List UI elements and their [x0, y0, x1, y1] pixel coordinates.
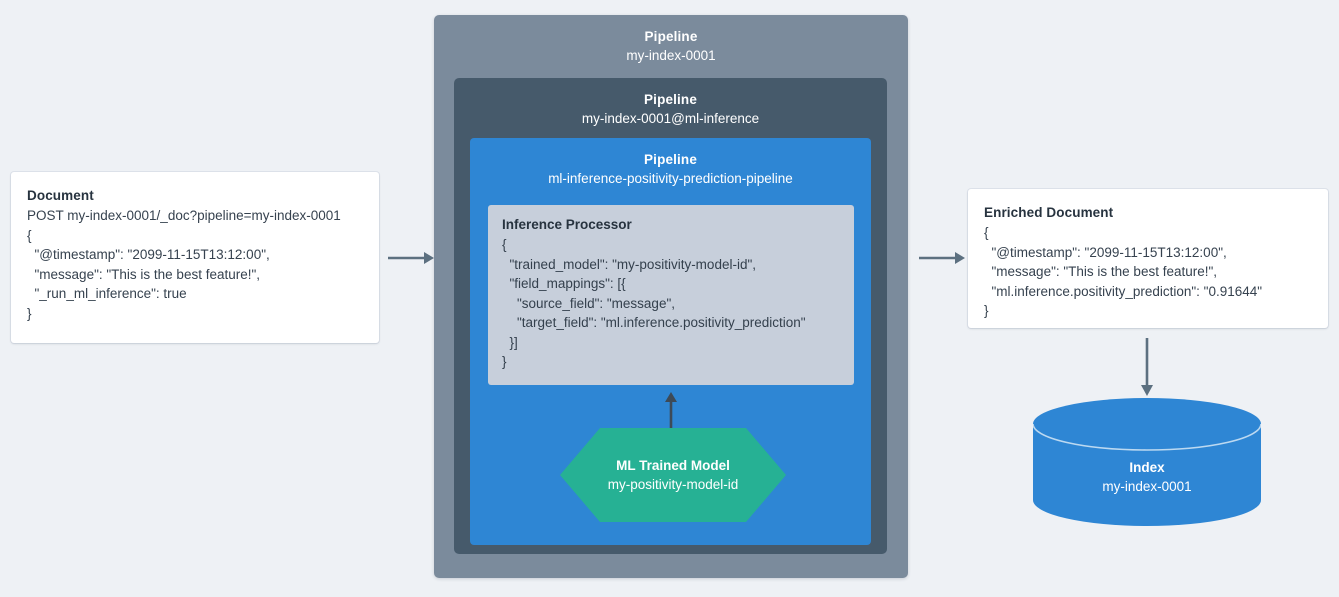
- inference-processor-line-1: "trained_model": "my-positivity-model-id…: [502, 256, 757, 272]
- document-card-line-0: POST my-index-0001/_doc?pipeline=my-inde…: [27, 208, 341, 223]
- inference-processor-line-5: }]: [502, 334, 518, 350]
- enriched-document-line-3: "ml.inference.positivity_prediction": "0…: [984, 283, 1263, 299]
- inference-processor-line-2: "field_mappings": [{: [502, 276, 626, 291]
- index-cylinder: Index my-index-0001: [1032, 398, 1262, 526]
- document-card-line-5: }: [27, 305, 32, 321]
- pipeline-outer-label: Pipeline: [644, 29, 698, 44]
- pipeline-outer-header: Pipeline my-index-0001: [434, 15, 908, 66]
- cylinder-shape: [1032, 398, 1262, 526]
- inference-processor-box: Inference Processor { "trained_model": "…: [488, 205, 854, 385]
- arrow-enriched-to-index: [1141, 338, 1153, 396]
- enriched-document-line-4: }: [984, 303, 989, 318]
- pipeline-outer-my-index-0001: Pipeline my-index-0001 Pipeline my-index…: [434, 15, 908, 578]
- pipeline-middle-label: Pipeline: [644, 92, 697, 107]
- pipeline-inner-positivity-prediction: Pipeline ml-inference-positivity-predict…: [470, 138, 871, 545]
- arrow-pipeline-to-enriched: [919, 252, 965, 264]
- enriched-document-card-title: Enriched Document: [984, 205, 1114, 220]
- inference-processor-line-3: "source_field": "message",: [502, 295, 675, 311]
- enriched-document-line-2: "message": "This is the best feature!",: [984, 264, 1218, 279]
- hexagon-shape: [560, 428, 786, 522]
- document-card-line-3: "message": "This is the best feature!",: [27, 266, 261, 282]
- inference-processor-title: Inference Processor: [502, 217, 632, 232]
- pipeline-outer-name: my-index-0001: [626, 48, 716, 63]
- inference-processor-line-0: {: [502, 237, 507, 252]
- inference-processor-line-6: }: [502, 354, 507, 369]
- document-card-line-2: "@timestamp": "2099-11-15T13:12:00",: [27, 247, 270, 262]
- document-card-line-1: {: [27, 227, 32, 243]
- ml-trained-model-hexagon: ML Trained Model my-positivity-model-id: [560, 428, 786, 522]
- document-card: Document POST my-index-0001/_doc?pipelin…: [11, 172, 379, 343]
- pipeline-inner-header: Pipeline ml-inference-positivity-predict…: [470, 138, 871, 189]
- enriched-document-card: Enriched Document { "@timestamp": "2099-…: [968, 189, 1328, 328]
- enriched-document-line-0: {: [984, 225, 989, 240]
- document-card-line-4: "_run_ml_inference": true: [27, 286, 187, 301]
- arrow-document-to-pipeline: [388, 252, 434, 264]
- pipeline-middle-header: Pipeline my-index-0001@ml-inference: [454, 78, 887, 129]
- pipeline-inner-name: ml-inference-positivity-prediction-pipel…: [548, 171, 793, 186]
- document-card-title: Document: [27, 188, 94, 203]
- inference-processor-line-4: "target_field": "ml.inference.positivity…: [502, 315, 806, 330]
- pipeline-middle-name: my-index-0001@ml-inference: [581, 111, 760, 126]
- pipeline-inner-label: Pipeline: [644, 152, 697, 167]
- enriched-document-line-1: "@timestamp": "2099-11-15T13:12:00",: [984, 244, 1227, 260]
- pipeline-middle-ml-inference: Pipeline my-index-0001@ml-inference Pipe…: [454, 78, 887, 554]
